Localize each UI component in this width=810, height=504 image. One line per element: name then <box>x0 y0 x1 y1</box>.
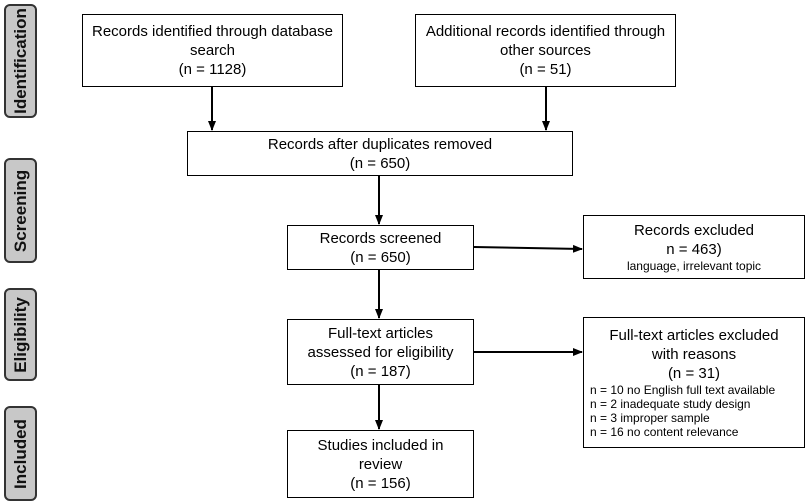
arrow-screened-to-excluded <box>473 244 583 253</box>
phase-eligibility: Eligibility <box>4 288 37 381</box>
additional-count: (n = 51) <box>519 61 572 78</box>
fulltext-line2: assessed for eligibility <box>307 343 454 361</box>
database-line2: search <box>189 42 236 59</box>
phase-identification: Identification <box>4 4 37 118</box>
fulltext-line1: Full-text articles <box>327 324 434 342</box>
box-duplicates-removed: Records after duplicates removed (n = 65… <box>187 131 573 176</box>
fulltext-count: (n = 187) <box>350 362 411 380</box>
exclusion-reason-2: n = 2 inadequate study design <box>590 397 751 411</box>
box-database-search: Records identified through database sear… <box>82 14 343 87</box>
database-count: (n = 1128) <box>178 61 247 78</box>
exclusion-reason-4: n = 16 no content relevance <box>590 425 739 439</box>
fulltext-excluded-line1: Full-text articles excluded <box>609 327 779 344</box>
excluded-count: n = 463) <box>666 240 722 258</box>
box-fulltext-assessed: Full-text articles assessed for eligibil… <box>287 319 474 385</box>
phase-included: Included <box>4 406 37 501</box>
phase-screening: Screening <box>4 158 37 263</box>
included-line2: review <box>358 455 403 473</box>
excluded-line1: Records excluded <box>633 221 755 239</box>
additional-line2: other sources <box>500 42 591 59</box>
box-fulltext-excluded: Full-text articles excluded with reasons… <box>583 317 805 448</box>
duplicates-count: (n = 650) <box>349 154 411 172</box>
screened-count: (n = 650) <box>350 248 411 266</box>
exclusion-reason-1: n = 10 no English full text available <box>590 383 776 397</box>
box-additional-sources: Additional records identified through ot… <box>415 14 676 87</box>
additional-line1: Additional records identified through <box>425 23 666 40</box>
fulltext-excluded-count: (n = 31) <box>667 365 721 382</box>
fulltext-excluded-line2: with reasons <box>651 346 737 363</box>
excluded-reason: language, irrelevant topic <box>626 258 762 273</box>
included-line1: Studies included in <box>317 436 444 454</box>
box-records-screened: Records screened (n = 650) <box>287 225 474 270</box>
box-records-excluded: Records excluded n = 463) language, irre… <box>583 215 805 279</box>
screened-line1: Records screened <box>319 229 442 247</box>
duplicates-line1: Records after duplicates removed <box>267 135 493 153</box>
box-studies-included: Studies included in review (n = 156) <box>287 430 474 498</box>
exclusion-reason-3: n = 3 improper sample <box>590 411 710 425</box>
database-line1: Records identified through database <box>92 23 333 40</box>
included-count: (n = 156) <box>350 474 411 492</box>
